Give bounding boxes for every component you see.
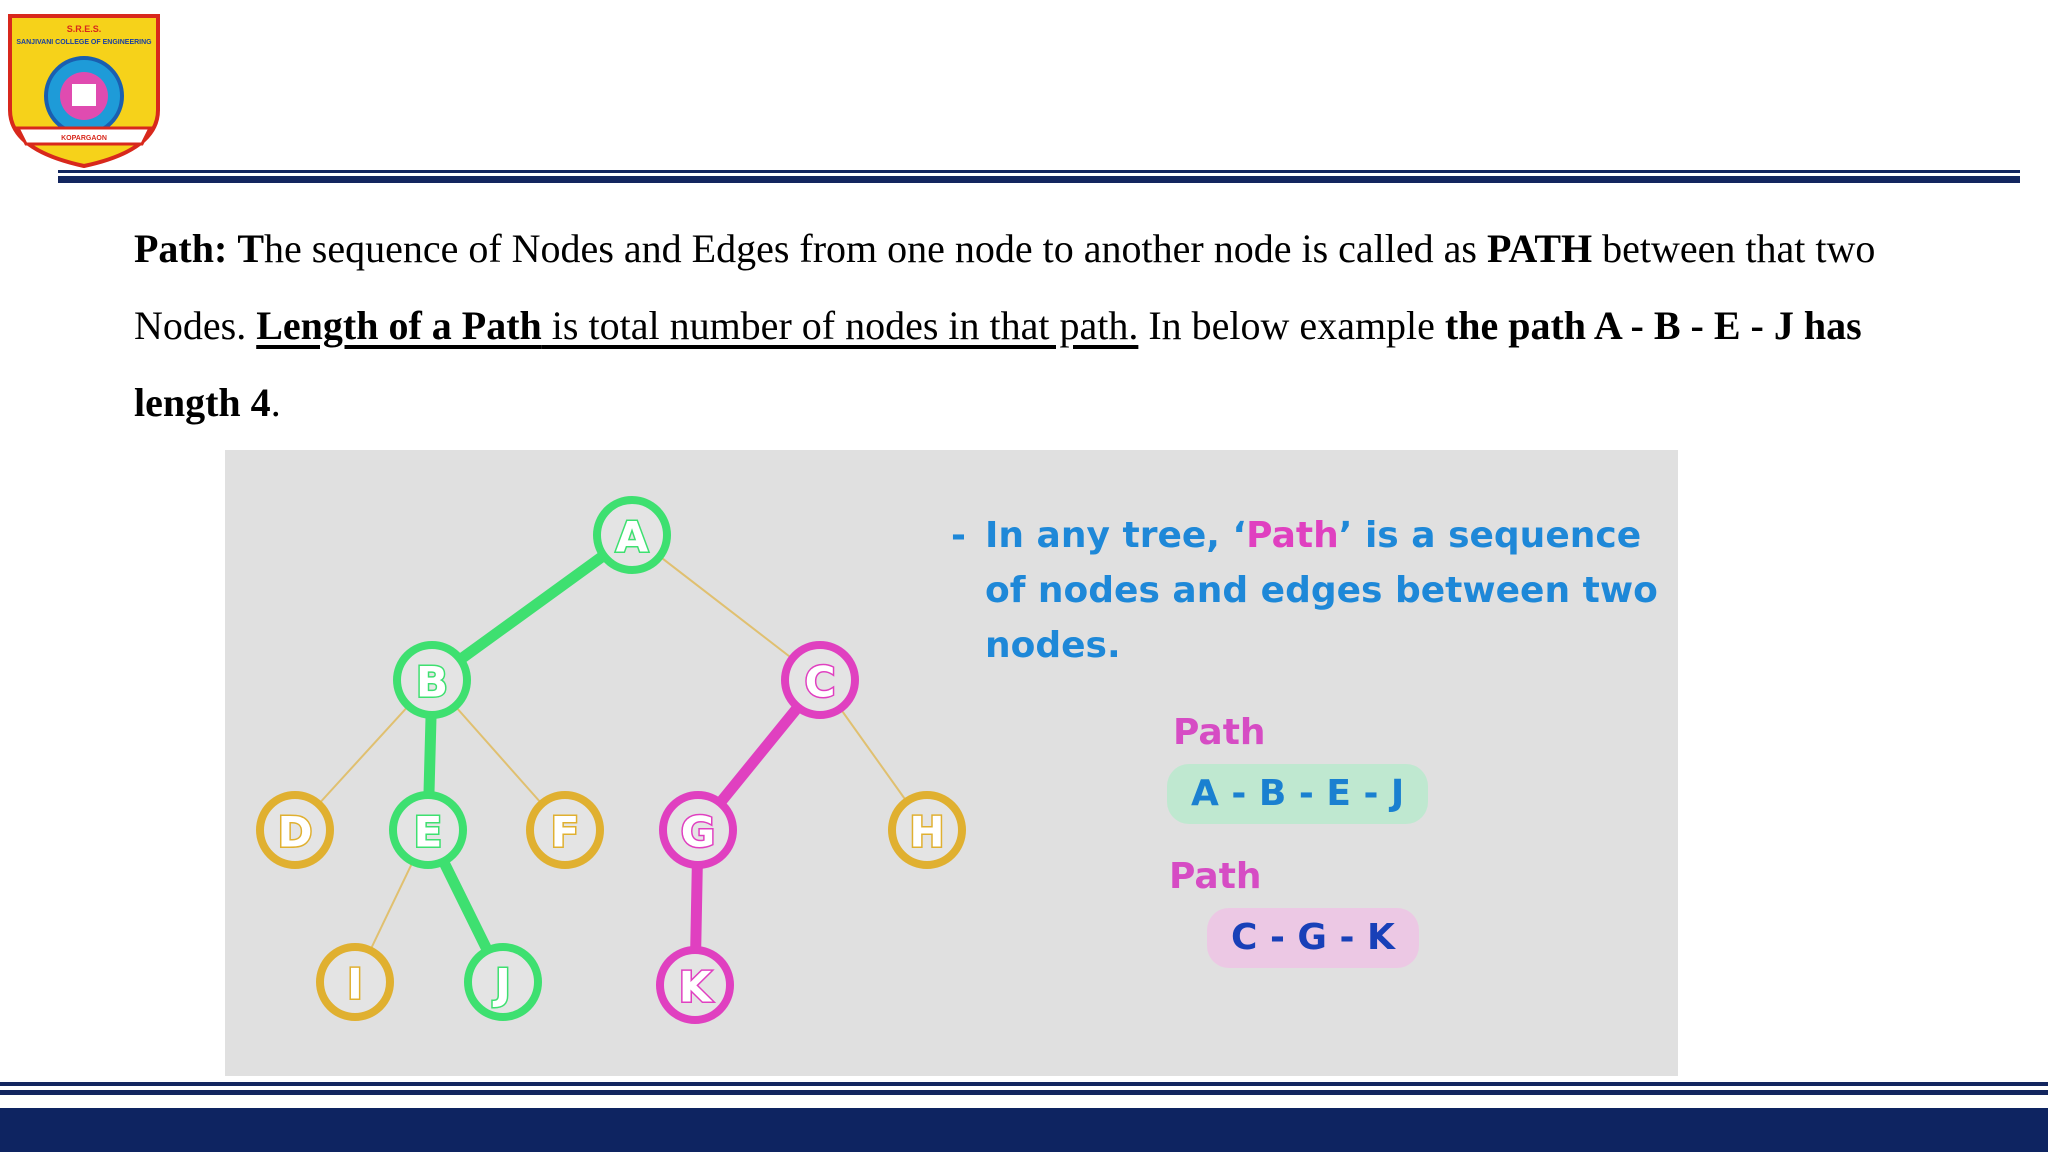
paragraph-end: . [270,380,281,425]
node-label-H: H [909,808,944,857]
path2-label: Path [1169,856,1262,897]
header-rule-thin [58,170,2020,173]
node-label-C: C [805,658,836,707]
term-path: Path: [134,226,228,271]
text-segment-1: he sequence of Nodes and Edges from one … [264,226,1487,271]
length-def-text: is total number of nodes in that path. [541,303,1139,348]
text-segment-2: between that two Nodes. [134,226,1876,348]
node-K: K [656,946,734,1024]
path2-value: C - G - K [1207,908,1419,968]
node-label-G: G [681,808,715,857]
node-label-B: B [416,658,448,707]
node-circle-G [659,791,737,869]
node-circle-F [526,791,604,869]
node-E: E [389,791,467,869]
footer-rule-top [0,1090,2048,1095]
node-A: A [593,496,671,574]
logo-text-name: SANJIVANI COLLEGE OF ENGINEERING [16,39,152,46]
node-circle-H [888,791,966,869]
node-J: J [464,943,542,1021]
path-note: -In any tree, ‘Path’ is a sequence of no… [951,508,1665,673]
college-crest-icon: S.R.E.S. SANJIVANI COLLEGE OF ENGINEERIN… [8,14,160,169]
node-circle-I [316,943,394,1021]
node-label-K: K [679,963,713,1012]
path1-value: A - B - E - J [1167,764,1429,824]
node-circle-K [656,946,734,1024]
note-after: ’ is a sequence of nodes and edges betwe… [985,515,1658,666]
text-segment-3: In below example [1138,303,1445,348]
logo-text-top: S.R.E.S. [67,24,102,34]
node-label-A: A [616,513,649,562]
node-D: D [256,791,334,869]
length-term: Length of a Path [256,303,542,348]
college-logo: S.R.E.S. SANJIVANI COLLEGE OF ENGINEERIN… [4,10,164,169]
footer-rule-thin [0,1082,2048,1086]
footer-band [0,1108,2048,1152]
node-C: C [781,641,859,719]
node-B: B [393,641,471,719]
node-circle-C [781,641,859,719]
node-H: H [888,791,966,869]
note-dash: - [951,515,966,556]
node-label-J: J [492,960,511,1009]
edge-A-B [426,529,638,686]
node-circle-B [393,641,471,719]
edge-A-C [631,534,821,681]
node-label-I: I [347,960,363,1009]
node-I: I [316,943,394,1021]
example-bold: the path A - B - E - J has length 4 [134,303,1862,425]
node-circle-E [389,791,467,869]
node-label-D: D [278,808,313,857]
note-before: In any tree, ‘ [985,515,1247,556]
tree-diagram: A B C D E F G H I J K [256,496,966,1024]
node-G: G [659,791,737,869]
definition-paragraph: Path: The sequence of Nodes and Edges fr… [134,210,1934,441]
note-highlight: Path [1246,515,1339,556]
node-label-F: F [551,808,580,857]
path-word: PATH [1486,226,1593,271]
node-circle-D [256,791,334,869]
cap-t: T [237,226,265,271]
node-label-E: E [414,808,443,857]
node-circle-J [464,943,542,1021]
header-rule-thick [58,176,2020,183]
logo-text-place: KOPARGAON [61,135,107,142]
node-F: F [526,791,604,869]
node-circle-A [593,496,671,574]
length-definition: Length of a Path is total number of node… [256,303,1138,348]
path1-label: Path [1173,712,1266,753]
